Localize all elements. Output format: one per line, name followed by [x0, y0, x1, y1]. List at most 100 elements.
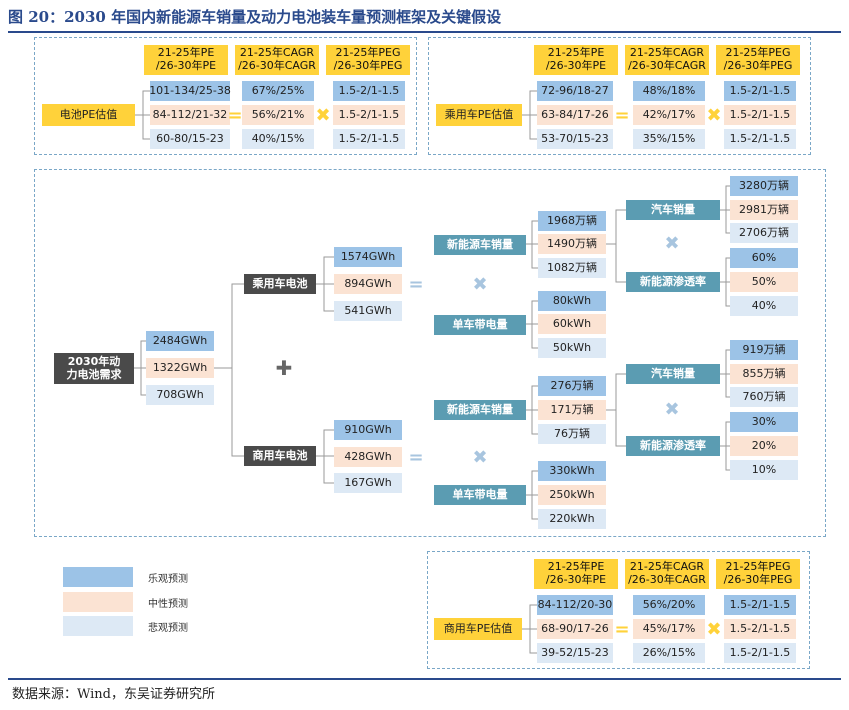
legend-neutral: 中性预测	[148, 599, 188, 610]
battery-pe-label: 电池PE估值	[42, 104, 135, 126]
plus-icon: ✚	[275, 356, 293, 380]
title-divider	[8, 31, 841, 33]
battery-cagr-pessimistic: 40%/15%	[242, 129, 314, 149]
passenger-penetration-neutral: 50%	[730, 272, 798, 292]
battery-peg-pessimistic: 1.5-2/1-1.5	[333, 129, 405, 149]
passenger-peg-optimistic: 1.5-2/1-1.5	[724, 81, 796, 101]
passenger-car-sales-label: 汽车销量	[626, 200, 720, 220]
battery-peg-optimistic: 1.5-2/1-1.5	[333, 81, 405, 101]
commercial-penetration-neutral: 20%	[730, 436, 798, 456]
passenger-peg-neutral: 1.5-2/1-1.5	[724, 105, 796, 125]
passenger-pe-pessimistic: 53-70/15-23	[537, 129, 613, 149]
equals-icon: =	[614, 618, 630, 640]
commercial-car-sales-neutral: 855万辆	[730, 364, 798, 384]
passenger-per-vehicle-label: 单车带电量	[434, 315, 526, 335]
commercial-nev-sales-neutral: 171万辆	[538, 400, 606, 420]
passenger-battery-label: 乘用车电池	[244, 274, 316, 294]
equals-icon: =	[227, 104, 243, 126]
passenger-per-vehicle-neutral: 60kWh	[538, 314, 606, 334]
passenger-per-vehicle-optimistic: 80kWh	[538, 291, 606, 311]
commercial-nev-sales-optimistic: 276万辆	[538, 376, 606, 396]
root-pessimistic: 708GWh	[146, 385, 214, 405]
commercial-battery-neutral: 428GWh	[334, 447, 402, 467]
battery-pe-header-cagr: 21-25年CAGR /26-30年CAGR	[235, 45, 319, 75]
commercial-cagr-optimistic: 56%/20%	[633, 595, 705, 615]
commercial-peg-pessimistic: 1.5-2/1-1.5	[724, 643, 796, 663]
battery-cagr-neutral: 56%/21%	[242, 105, 314, 125]
battery-pe-header-pe: 21-25年PE /26-30年PE	[144, 45, 228, 75]
commercial-battery-optimistic: 910GWh	[334, 420, 402, 440]
commercial-car-sales-pessimistic: 760万辆	[730, 387, 798, 407]
commercial-pe-optimistic: 84-112/20-30	[537, 595, 613, 615]
passenger-penetration-label: 新能源渗透率	[626, 272, 720, 292]
passenger-penetration-pessimistic: 40%	[730, 296, 798, 316]
equals-icon: =	[408, 273, 424, 295]
commercial-cagr-neutral: 45%/17%	[633, 619, 705, 639]
commercial-per-vehicle-pessimistic: 220kWh	[538, 509, 606, 529]
passenger-pe-optimistic: 72-96/18-27	[537, 81, 613, 101]
passenger-car-sales-optimistic: 3280万辆	[730, 176, 798, 196]
passenger-battery-neutral: 894GWh	[334, 274, 402, 294]
data-source: 数据来源：Wind，东吴证券研究所	[12, 687, 215, 702]
passenger-cagr-pessimistic: 35%/15%	[633, 129, 705, 149]
commercial-per-vehicle-optimistic: 330kWh	[538, 461, 606, 481]
commercial-penetration-label: 新能源渗透率	[626, 436, 720, 456]
passenger-battery-optimistic: 1574GWh	[334, 247, 402, 267]
commercial-per-vehicle-neutral: 250kWh	[538, 485, 606, 505]
times-icon: ✖	[472, 273, 488, 295]
passenger-car-sales-neutral: 2981万辆	[730, 200, 798, 220]
commercial-pe-header-peg: 21-25年PEG /26-30年PEG	[716, 559, 800, 589]
footer-divider	[8, 678, 841, 680]
times-icon: ✖	[315, 104, 331, 126]
times-icon: ✖	[706, 618, 722, 640]
passenger-nev-sales-pessimistic: 1082万辆	[538, 258, 606, 278]
legend-optimistic: 乐观预测	[148, 574, 188, 585]
passenger-penetration-optimistic: 60%	[730, 248, 798, 268]
passenger-cagr-optimistic: 48%/18%	[633, 81, 705, 101]
commercial-car-sales-label: 汽车销量	[626, 364, 720, 384]
commercial-battery-label: 商用车电池	[244, 446, 316, 466]
equals-icon: =	[614, 104, 630, 126]
passenger-nev-sales-label: 新能源车销量	[434, 235, 526, 255]
times-icon: ✖	[472, 446, 488, 468]
battery-pe-optimistic: 101-134/25-38	[149, 81, 231, 101]
commercial-pe-label: 商用车PE估值	[434, 618, 522, 640]
times-icon: ✖	[706, 104, 722, 126]
passenger-cagr-neutral: 42%/17%	[633, 105, 705, 125]
passenger-nev-sales-neutral: 1490万辆	[538, 234, 606, 254]
times-icon: ✖	[664, 232, 680, 254]
commercial-car-sales-optimistic: 919万辆	[730, 340, 798, 360]
commercial-pe-neutral: 68-90/17-26	[537, 619, 613, 639]
passenger-nev-sales-optimistic: 1968万辆	[538, 211, 606, 231]
commercial-battery-pessimistic: 167GWh	[334, 473, 402, 493]
passenger-pe-header-peg: 21-25年PEG /26-30年PEG	[716, 45, 800, 75]
legend-pessimistic: 悲观预测	[148, 623, 188, 634]
times-icon: ✖	[664, 398, 680, 420]
passenger-pe-neutral: 63-84/17-26	[537, 105, 613, 125]
passenger-pe-header-pe: 21-25年PE /26-30年PE	[534, 45, 618, 75]
figure-title: 图 20：2030 年国内新能源车销量及动力电池装车量预测框架及关键假设	[8, 8, 502, 26]
root-optimistic: 2484GWh	[146, 331, 214, 351]
root-neutral: 1322GWh	[146, 358, 214, 378]
commercial-pe-header-cagr: 21-25年CAGR /26-30年CAGR	[625, 559, 709, 589]
commercial-peg-optimistic: 1.5-2/1-1.5	[724, 595, 796, 615]
commercial-penetration-pessimistic: 10%	[730, 460, 798, 480]
commercial-penetration-optimistic: 30%	[730, 412, 798, 432]
commercial-cagr-pessimistic: 26%/15%	[633, 643, 705, 663]
battery-cagr-optimistic: 67%/25%	[242, 81, 314, 101]
passenger-per-vehicle-pessimistic: 50kWh	[538, 338, 606, 358]
commercial-per-vehicle-label: 单车带电量	[434, 485, 526, 505]
commercial-pe-header-pe: 21-25年PE /26-30年PE	[534, 559, 618, 589]
root-demand-label: 2030年动力电池需求	[54, 353, 134, 384]
battery-pe-pessimistic: 60-80/15-23	[150, 129, 230, 149]
passenger-battery-pessimistic: 541GWh	[334, 301, 402, 321]
battery-pe-header-peg: 21-25年PEG /26-30年PEG	[326, 45, 410, 75]
passenger-pe-label: 乘用车PE估值	[436, 104, 522, 126]
passenger-pe-panel	[428, 37, 811, 155]
commercial-nev-sales-label: 新能源车销量	[434, 400, 526, 420]
battery-pe-panel	[34, 37, 417, 155]
legend-swatch-pessimistic	[63, 616, 133, 636]
legend-swatch-optimistic	[63, 567, 133, 587]
demand-tree-panel	[34, 169, 826, 537]
